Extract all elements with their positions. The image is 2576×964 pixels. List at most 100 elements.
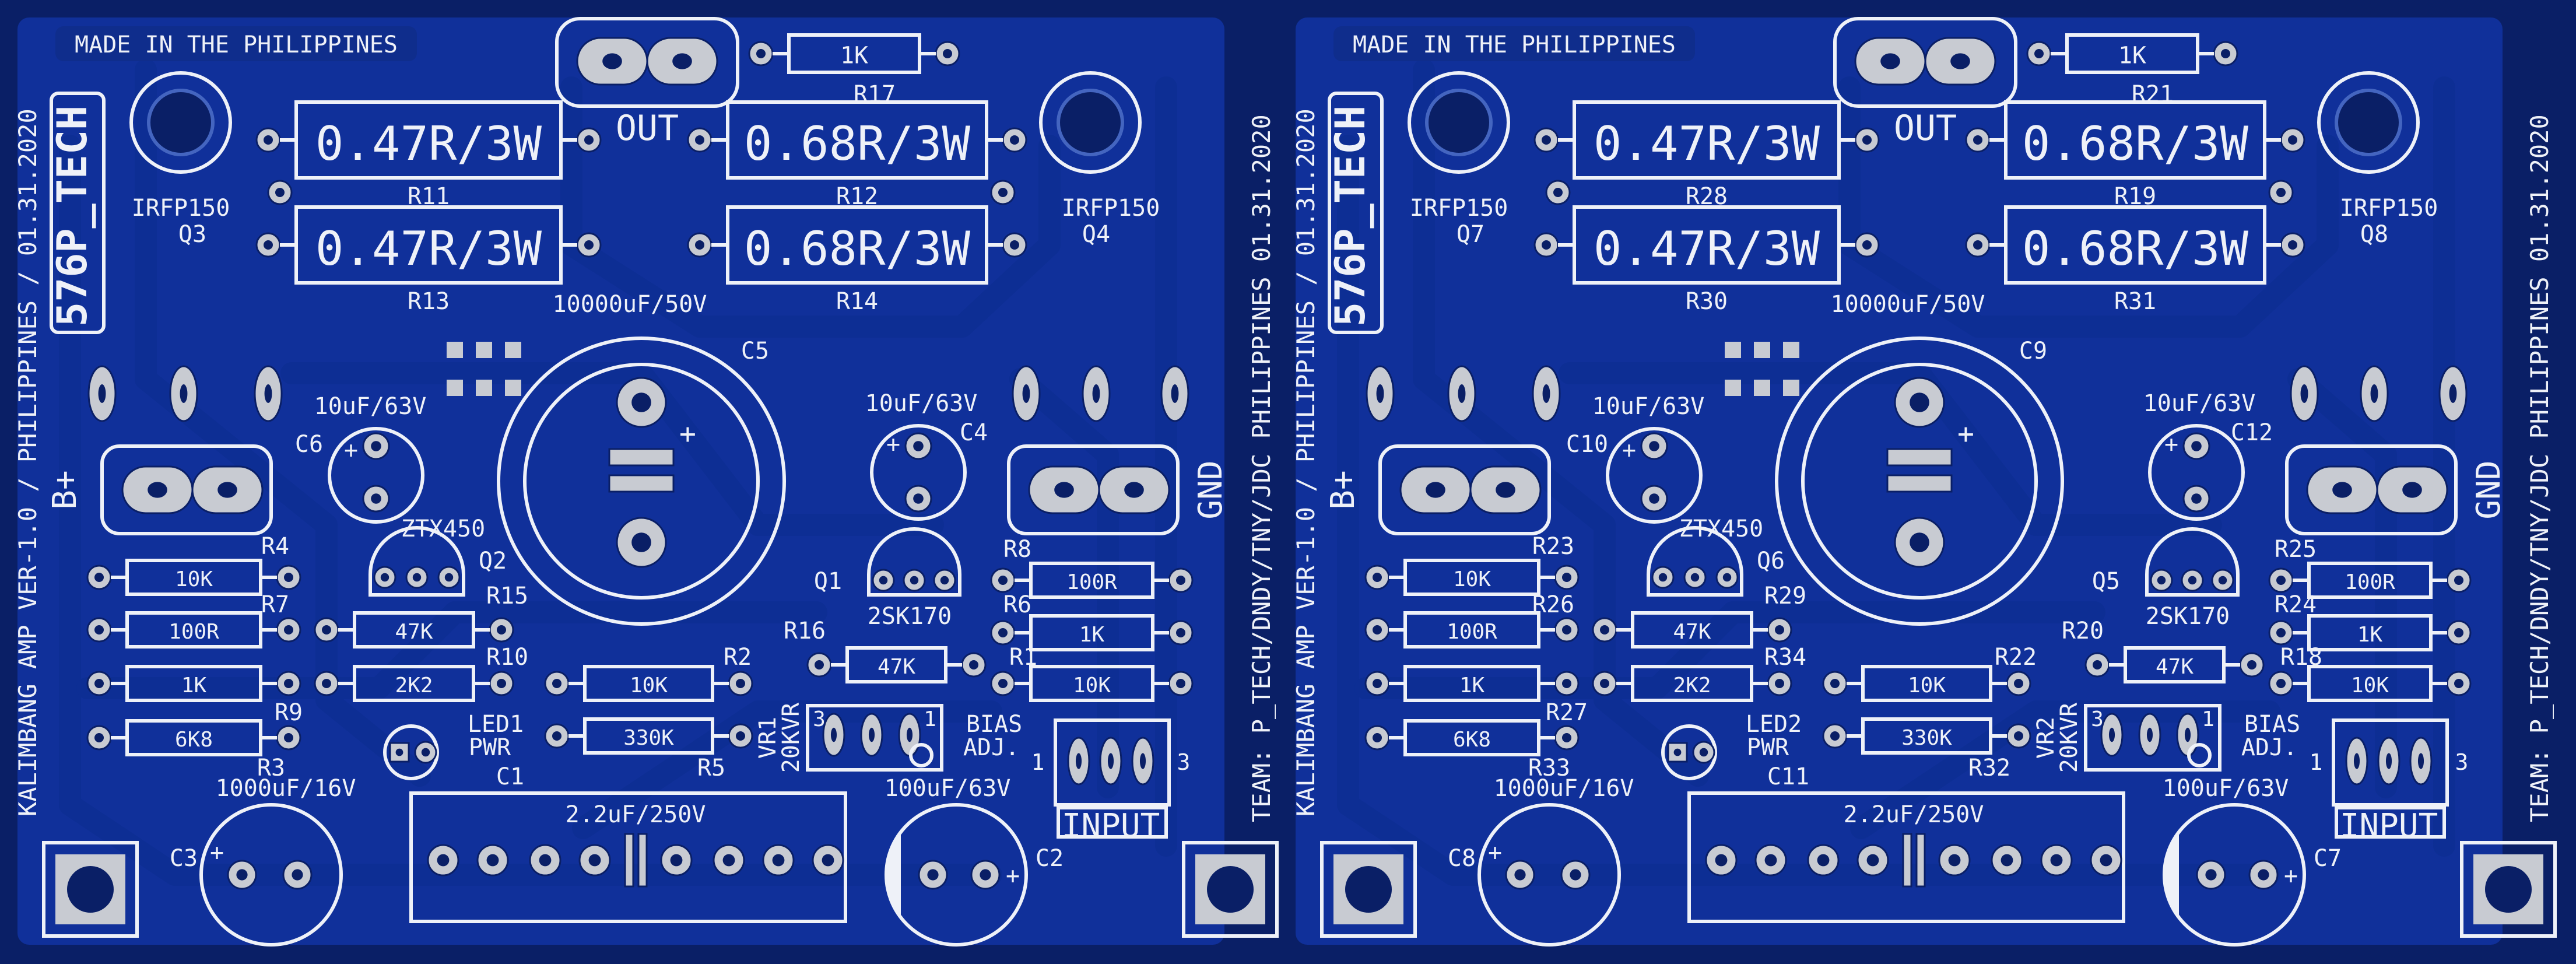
led-label: PWR	[1747, 734, 1789, 761]
right-resistor-ref-0: R25	[2275, 536, 2317, 563]
trace-3	[280, 362, 944, 536]
vr-pin3: 3	[2091, 707, 2104, 731]
film-cap-ref: C1	[496, 763, 524, 790]
input-pin3: 3	[2455, 749, 2469, 775]
big-cap-inner	[1801, 363, 2038, 600]
r16-ref: R16	[784, 618, 826, 644]
via-0	[1725, 342, 1741, 358]
right-resistor-2-body	[1029, 665, 1154, 702]
bplus-label: B+	[46, 470, 84, 509]
power-resistor-3-pad-a-hole	[695, 240, 704, 250]
mid-resistor-0-value: 47K	[395, 620, 433, 644]
ztx-pad-2-hole	[444, 573, 454, 582]
resistor-top-value: 1K	[2118, 43, 2146, 69]
film-cap-pad-3-hole	[588, 854, 601, 867]
resistor-top-pad-a-hole	[2034, 49, 2044, 58]
film-cap-value: 2.2uF/250V	[1844, 801, 1984, 828]
made-in-badge	[55, 26, 417, 61]
film-cap-pad-5-hole	[722, 854, 735, 867]
right-resistor-1-pad-b-hole	[1176, 628, 1185, 637]
cap-bl-pad-b-hole	[1570, 869, 1581, 881]
bias-label-2: ADJ.	[2241, 734, 2297, 761]
trace-1	[560, 76, 1061, 338]
resistor-top-value: 1K	[840, 43, 868, 69]
input-pad-0-hole	[2353, 753, 2360, 769]
cap-left-small-ref: C10	[1566, 431, 1608, 458]
right-resistor-2-body	[2307, 665, 2433, 702]
out-pad-2-hole	[1950, 53, 1970, 69]
gnd-pad-2-hole	[2402, 482, 2422, 498]
logo-frame	[1328, 92, 1384, 334]
resistor-top-pad-b-hole	[2221, 49, 2230, 58]
center-resistor-0-pad-b-hole	[2014, 679, 2023, 688]
bplus-top-pad-2-hole	[264, 384, 272, 403]
led-ref: LED1	[468, 711, 524, 738]
cap-right-plus: +	[886, 431, 900, 458]
ztx-pad-0-hole	[1658, 573, 1668, 582]
right-resistor-0-body	[2307, 562, 2433, 599]
mid-resistor-ref-1: R34	[1764, 644, 1806, 671]
left-resistor-3-pad-a-hole	[94, 733, 104, 742]
mount-outline-1	[1039, 71, 1142, 174]
big-cap-pad-minus-hole	[1910, 532, 1929, 552]
big-cap-ref: C9	[2019, 338, 2047, 364]
trace-6	[1850, 700, 2280, 839]
via-4	[476, 380, 492, 396]
gnd-top-pad-0-hole	[1022, 384, 1030, 403]
trace-3	[1559, 362, 2222, 536]
r16-resistor-body	[2124, 646, 2226, 683]
film-cap-pad-2-hole	[539, 854, 552, 867]
cap-bl-value: 1000uF/16V	[216, 775, 356, 802]
cap-right-small-outline	[870, 424, 967, 521]
via-1	[1754, 342, 1770, 358]
big-cap-symbol-plus	[608, 448, 675, 467]
ztx-pad-0-hole	[380, 573, 389, 582]
left-resistor-0-pad-b-hole	[284, 573, 293, 582]
right-resistor-0-value: 100R	[1066, 570, 1117, 594]
big-cap-symbol-minus	[1886, 474, 1953, 493]
via-3	[447, 380, 463, 396]
cap-left-small-ref: C6	[295, 431, 323, 458]
cap-bl-outline	[199, 803, 343, 947]
gnd-top-pad-1-hole	[1092, 384, 1100, 403]
logo-text: 576P_TECH	[1326, 106, 1374, 327]
made-in-text: MADE IN THE PHILIPPINES	[1353, 31, 1676, 58]
vr-adjust-mark	[2187, 743, 2212, 767]
film-cap-pad-7-hole	[822, 854, 834, 867]
input-connector-tab	[2335, 806, 2446, 839]
mid-resistor-0-body	[1631, 611, 1753, 648]
left-resistor-3-value: 6K8	[175, 728, 213, 752]
gnd-top-pad-0-hole	[2300, 384, 2308, 403]
mount-outline-1	[2317, 71, 2420, 174]
cap-bl-pad-a-hole	[1514, 869, 1526, 881]
2sk-pad-0-hole	[879, 576, 888, 585]
input-label: INPUT	[2340, 807, 2438, 845]
power-resistor-0-body	[1573, 100, 1841, 180]
power-resistor-1-pad-b-hole	[2288, 135, 2297, 145]
cap-left-plus: +	[344, 437, 358, 464]
input-connector-outline	[2332, 718, 2449, 807]
gnd-pad-1-hole	[2332, 482, 2352, 498]
trace-1	[1838, 76, 2339, 338]
left-resistor-1-pad-a-hole	[94, 625, 104, 635]
bplus-label: B+	[1324, 470, 1362, 509]
via-0	[447, 342, 463, 358]
team-text: TEAM: P_TECH/DNDY/TNY/JDC PHILIPPINES 01…	[1247, 114, 1276, 822]
mid-resistor-1-body	[353, 665, 475, 702]
right-resistor-2-pad-b-hole	[1176, 679, 1185, 688]
film-cap-pad-4-hole	[1948, 854, 1961, 867]
left-resistor-2-pad-a-hole	[1373, 679, 1382, 688]
right-resistor-2-pad-a-hole	[998, 679, 1008, 688]
bplus-connector-outline	[1378, 444, 1551, 535]
film-cap-pad-1-hole	[1764, 854, 1777, 867]
right-resistor-ref-2: R18	[2280, 644, 2322, 671]
ztx-part: ZTX450	[401, 516, 486, 542]
bias-label-2: ADJ.	[963, 734, 1019, 761]
2sk-pad-2-hole	[2218, 576, 2227, 585]
big-cap-value: 10000uF/50V	[553, 291, 707, 318]
film-cap-pad-0-hole	[1715, 854, 1728, 867]
center-resistor-1-value: 330K	[1901, 726, 1952, 750]
gnd-top-pad-2-hole	[2449, 384, 2457, 403]
square-mount-hole-0	[1345, 866, 1392, 913]
cap-br-value: 100uF/63V	[885, 775, 1011, 802]
